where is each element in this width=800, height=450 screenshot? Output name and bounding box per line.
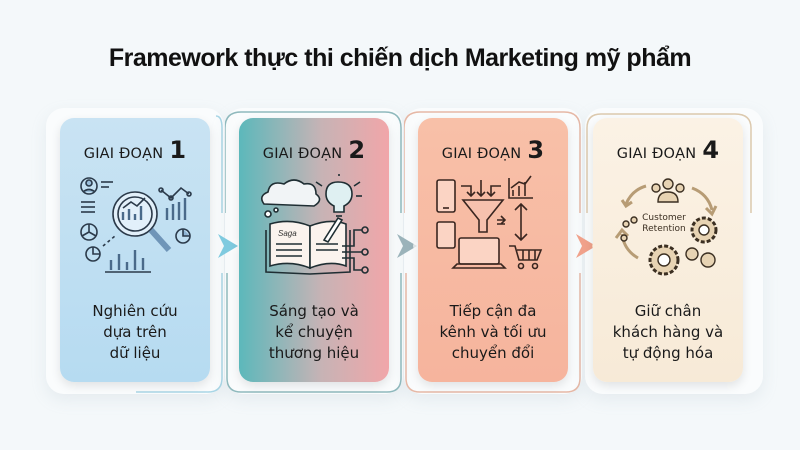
svg-text:Customer: Customer (642, 213, 686, 223)
stage-label: GIAI ĐOẠN (441, 146, 522, 162)
storytelling-book-idea-icon: Saga (260, 174, 369, 275)
stage-description: Giữ chân khách hàng và tự động hóa (612, 302, 724, 362)
stage-card-3: GIAI ĐOẠN 3 Tiếp cận đa kênh và tối ưu c… (418, 118, 568, 382)
data-research-magnifier-icon (80, 177, 192, 273)
stage-card-4: GIAI ĐOẠN 4 Customer Retention Giữ chân … (593, 118, 743, 382)
stage-description: Sáng tạo và kể chuyện thương hiệu (268, 302, 360, 362)
stage-number: 1 (169, 136, 187, 164)
stage-number: 3 (527, 136, 545, 164)
stage-heading: GIAI ĐOẠN 3 (442, 136, 544, 164)
stage-card-2: GIAI ĐOẠN 2 Saga Sáng tạo và kể chuyện t… (239, 118, 389, 382)
stage-description: Tiếp cận đa kênh và tối ưu chuyển đổi (439, 302, 547, 362)
page-title: Framework thực thi chiến dịch Marketing … (108, 44, 692, 72)
stage-heading: GIAI ĐOẠN 2 (263, 136, 365, 164)
stage-heading: GIAI ĐOẠN 1 (84, 136, 186, 164)
stage-label: GIAI ĐOẠN (616, 146, 697, 162)
stage-number: 4 (702, 136, 720, 164)
svg-text:Retention: Retention (642, 224, 685, 234)
svg-text:Saga: Saga (278, 229, 297, 238)
stage-number: 2 (348, 136, 366, 164)
omnichannel-funnel-icon (436, 175, 543, 270)
customer-retention-gears-icon: Customer Retention (614, 178, 718, 276)
stage-card-1: GIAI ĐOẠN 1 Nghiên cứu dựa trên dữ liệu (60, 118, 210, 382)
stage-label: GIAI ĐOẠN (262, 146, 343, 162)
stage-description: Nghiên cứu dựa trên dữ liệu (92, 302, 178, 362)
stage-heading: GIAI ĐOẠN 4 (617, 136, 719, 164)
stage-label: GIAI ĐOẠN (83, 146, 164, 162)
